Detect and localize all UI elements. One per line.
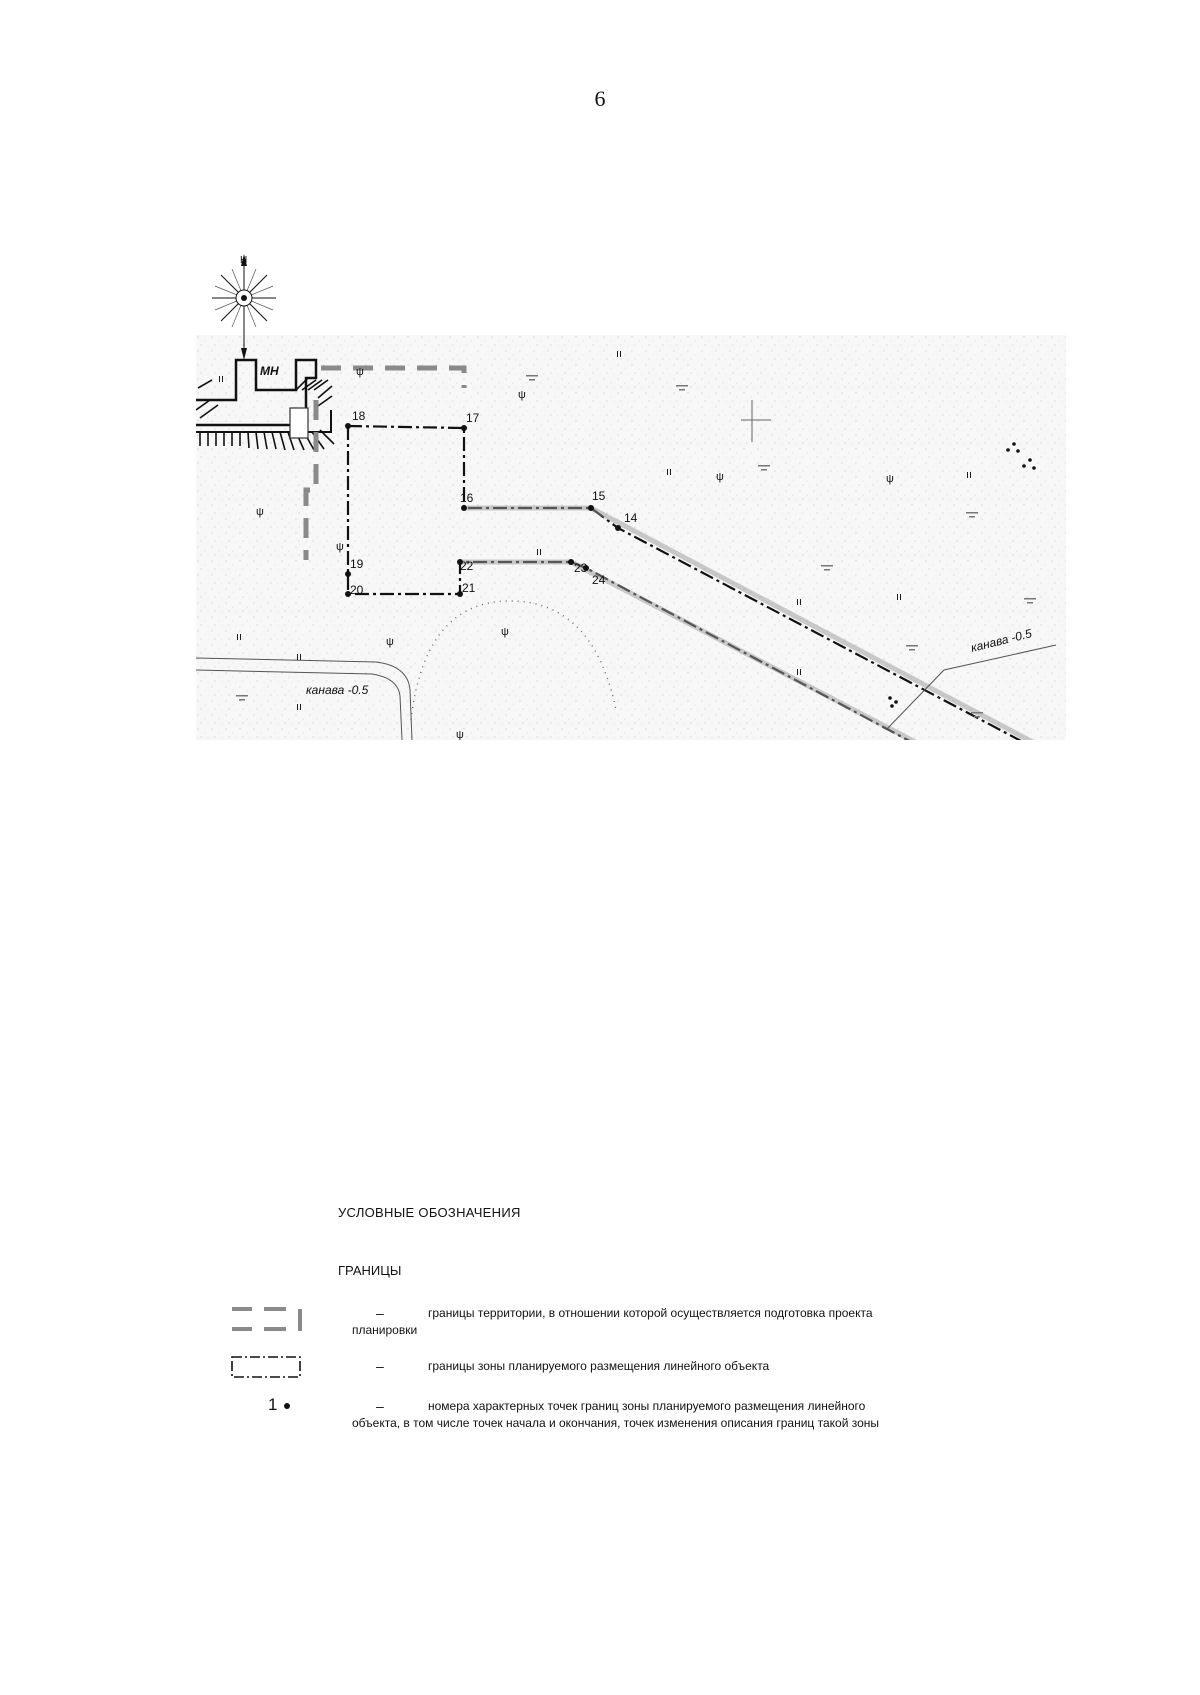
compass-north-label: Н xyxy=(240,255,247,266)
point-dot-sample-icon xyxy=(284,1403,290,1409)
legend-text-point-numbers: номера характерных точек границ зоны пла… xyxy=(352,1399,880,1430)
legend-dash: – xyxy=(376,1358,384,1374)
territory-boundary-symbol-icon xyxy=(232,1307,302,1331)
svg-text:ıı: ıı xyxy=(296,701,302,713)
point-label-14: 14 xyxy=(624,511,638,525)
point-number-sample: 1 xyxy=(268,1395,278,1414)
building-label: МН xyxy=(260,364,279,378)
point-dot-17 xyxy=(461,425,467,431)
existing-structure xyxy=(196,358,335,451)
marsh-symbols xyxy=(236,375,1036,718)
svg-text:ıı: ıı xyxy=(896,591,902,603)
point-dot-24 xyxy=(583,565,589,571)
point-dot-22 xyxy=(457,559,463,565)
svg-text:ıı: ıı xyxy=(966,469,972,481)
point-label-18: 18 xyxy=(352,409,366,423)
point-label-21: 21 xyxy=(462,581,476,595)
svg-text:ψ: ψ xyxy=(716,471,724,483)
point-dot-18 xyxy=(345,423,351,429)
point-label-19: 19 xyxy=(350,557,364,571)
point-label-24: 24 xyxy=(592,573,606,587)
site-plan-map: Н МН xyxy=(196,250,1066,740)
point-dot-21 xyxy=(457,591,463,597)
svg-text:ıı: ıı xyxy=(616,348,622,360)
legend-dash: – xyxy=(376,1398,384,1414)
legend-title: УСЛОВНЫЕ ОБОЗНАЧЕНИЯ xyxy=(338,1205,521,1220)
tree-cluster-symbols xyxy=(888,442,1036,708)
svg-text:ıı: ıı xyxy=(296,651,302,663)
svg-text:ψ: ψ xyxy=(501,626,509,638)
legend-text-zone-boundary: границы зоны планируемого размещения лин… xyxy=(428,1359,770,1373)
svg-text:ψ: ψ xyxy=(456,729,464,740)
svg-text:ψ: ψ xyxy=(518,389,526,401)
point-dot-16 xyxy=(461,505,467,511)
svg-text:ψ: ψ xyxy=(886,473,894,485)
point-dot-15 xyxy=(588,505,594,511)
ditch-left-line xyxy=(196,657,413,740)
point-label-23: 23 xyxy=(574,561,588,575)
grid-crosshair-icon xyxy=(741,400,771,442)
zone-boundary-symbol-icon xyxy=(231,1356,301,1378)
svg-text:ıı: ıı xyxy=(666,466,672,478)
svg-text:ıı: ıı xyxy=(236,631,242,643)
point-dot-23 xyxy=(568,559,574,565)
point-label-17: 17 xyxy=(466,411,480,425)
svg-text:ψ: ψ xyxy=(336,541,344,553)
point-dot-20 xyxy=(345,591,351,597)
ditch-left-label: канава -0.5 xyxy=(306,683,369,697)
svg-text:ıı: ıı xyxy=(796,596,802,608)
svg-text:ıı: ıı xyxy=(536,546,542,558)
page-number: 6 xyxy=(594,86,606,111)
boundary-points xyxy=(345,423,621,597)
point-label-16: 16 xyxy=(460,491,474,505)
point-dot-19 xyxy=(345,571,351,577)
point-label-22: 22 xyxy=(460,559,474,573)
legend-dash: – xyxy=(376,1305,384,1321)
point-label-20: 20 xyxy=(350,583,364,597)
ditch-right-line xyxy=(885,644,1057,731)
svg-text:ψ: ψ xyxy=(386,636,394,648)
point-dot-14 xyxy=(615,525,621,531)
svg-text:ıı: ıı xyxy=(218,373,224,385)
terrain-area xyxy=(196,335,1066,740)
legend-text-territory-boundary: границы территории, в отношении которой … xyxy=(352,1306,873,1337)
vegetation-symbols: ıı ψ ψ ıı ıı ψ ψ ıı ψ ψ ıı ıı ıı ıı ıı ψ ψ ıı ıı ψ xyxy=(218,348,972,740)
legend-subtitle: ГРАНИЦЫ xyxy=(338,1263,402,1278)
site-plan-svg: Н МН xyxy=(196,254,1066,740)
svg-text:ψ: ψ xyxy=(356,366,364,378)
compass-rose-icon xyxy=(212,254,276,360)
territory-boundary xyxy=(303,365,467,560)
svg-text:ıı: ıı xyxy=(796,666,802,678)
svg-text:ψ: ψ xyxy=(256,506,264,518)
point-label-15: 15 xyxy=(592,489,606,503)
